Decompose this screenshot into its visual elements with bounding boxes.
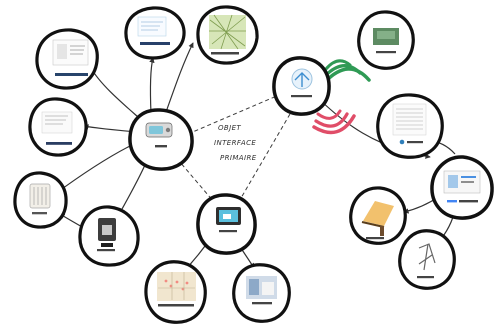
node-bottom-hub — [196, 193, 257, 255]
center-label: OBJET INTERFACE PRIMAIRE — [214, 124, 257, 162]
node-left-tablet-doc — [35, 28, 99, 90]
dashed-line-left-top — [187, 91, 287, 135]
center-label-line1: OBJET — [218, 124, 241, 132]
node-heater — [13, 171, 68, 229]
node-easel — [398, 229, 456, 290]
green-signal-icon — [323, 59, 371, 84]
node-left-hub — [128, 108, 194, 171]
center-label-line2: INTERFACE — [214, 139, 256, 147]
node-top-doc — [124, 6, 186, 60]
node-router-hub — [272, 56, 331, 116]
node-right-computer — [430, 155, 494, 220]
node-coffee-machine — [78, 205, 140, 267]
arrow-left-hub-to-mid-doc — [83, 124, 137, 133]
tablet-screen-icon — [216, 207, 241, 225]
node-lamp — [349, 186, 407, 245]
network-router-icon — [291, 68, 313, 90]
node-top-right-box — [357, 10, 415, 70]
dashed-line-left-bottom — [167, 147, 215, 203]
node-map-image — [196, 5, 259, 65]
red-signal-icon — [312, 109, 356, 135]
center-label-line3: PRIMAIRE — [220, 154, 257, 162]
coffee-machine-icon — [98, 218, 116, 247]
dashed-line-top-bottom — [240, 101, 298, 199]
scanner-reader-icon — [145, 122, 173, 138]
dashed-connections — [167, 91, 298, 203]
node-left-middle-doc — [28, 97, 88, 157]
node-bottom-map — [144, 260, 207, 324]
easel-icon — [418, 243, 436, 271]
arrow-left-hub-to-top-doc — [149, 57, 155, 115]
green-box-icon — [373, 28, 399, 45]
arrow-left-hub-to-map-image — [165, 42, 194, 113]
lamp-icon — [361, 201, 394, 236]
node-right-sheet — [376, 93, 444, 159]
arrow-left-hub-to-tablet-doc — [90, 67, 139, 118]
node-bottom-photo — [232, 263, 291, 323]
